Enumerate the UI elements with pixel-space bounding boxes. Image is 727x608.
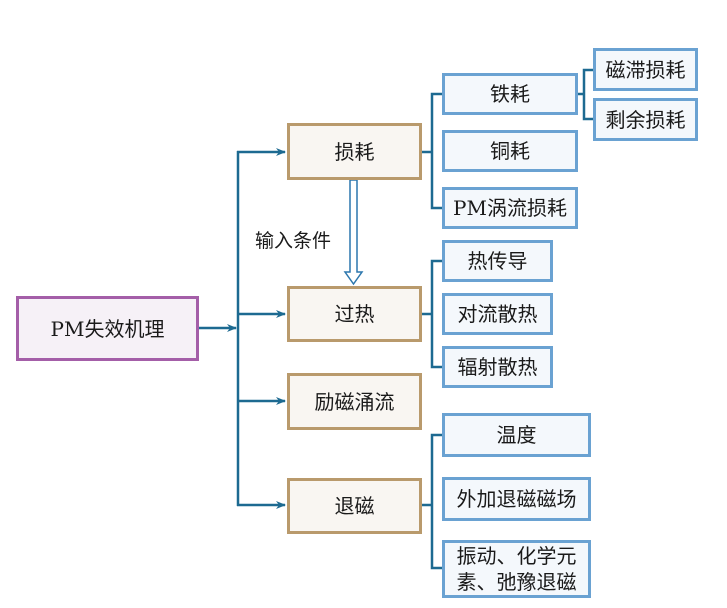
node-label: 温度 xyxy=(496,423,537,447)
node-label: 剩余损耗 xyxy=(605,107,686,132)
node-label: 铁耗 xyxy=(490,82,530,106)
node-label: 励磁涌流 xyxy=(314,389,395,414)
node-label: 过热 xyxy=(334,302,375,326)
node-label: 热传导 xyxy=(467,249,528,273)
node-pm-eddy-loss: PM涡流损耗 xyxy=(442,187,578,229)
node-hysteresis-loss: 磁滞损耗 xyxy=(593,48,698,91)
node-copper-loss: 铜耗 xyxy=(442,130,578,172)
iron-loss-bracket xyxy=(577,68,593,121)
node-loss: 损耗 xyxy=(287,123,422,180)
node-iron-loss: 铁耗 xyxy=(442,73,578,115)
node-radiation: 辐射散热 xyxy=(442,346,553,388)
overheat-bracket xyxy=(421,259,442,369)
demag-bracket xyxy=(421,433,442,570)
input-condition-arrow xyxy=(343,179,364,286)
node-label: 外加退磁磁场 xyxy=(456,487,577,511)
node-label: 退磁 xyxy=(334,494,375,518)
node-label: 对流散热 xyxy=(457,302,538,326)
loss-bracket xyxy=(421,92,442,210)
node-label: 辐射散热 xyxy=(457,355,538,379)
node-label: PM涡流损耗 xyxy=(453,196,567,220)
root-label: PM失效机理 xyxy=(50,316,165,341)
root-node: PM失效机理 xyxy=(16,296,199,361)
node-convection: 对流散热 xyxy=(442,293,553,335)
node-label: 磁滞损耗 xyxy=(605,57,686,82)
node-inrush-current: 励磁涌流 xyxy=(287,373,422,430)
node-label: 振动、化学元素、弛豫退磁 xyxy=(456,544,577,594)
node-vibration-chemical-relaxation: 振动、化学元素、弛豫退磁 xyxy=(442,540,591,598)
node-overheat: 过热 xyxy=(287,286,422,342)
node-external-field: 外加退磁磁场 xyxy=(442,477,591,521)
node-heat-conduction: 热传导 xyxy=(442,240,553,282)
edge-label-input-condition: 输入条件 xyxy=(255,230,332,252)
node-residual-loss: 剩余损耗 xyxy=(593,98,698,141)
node-demagnetization: 退磁 xyxy=(287,478,422,534)
node-label: 铜耗 xyxy=(490,139,530,163)
node-temperature: 温度 xyxy=(442,413,591,457)
node-label: 损耗 xyxy=(334,139,375,164)
